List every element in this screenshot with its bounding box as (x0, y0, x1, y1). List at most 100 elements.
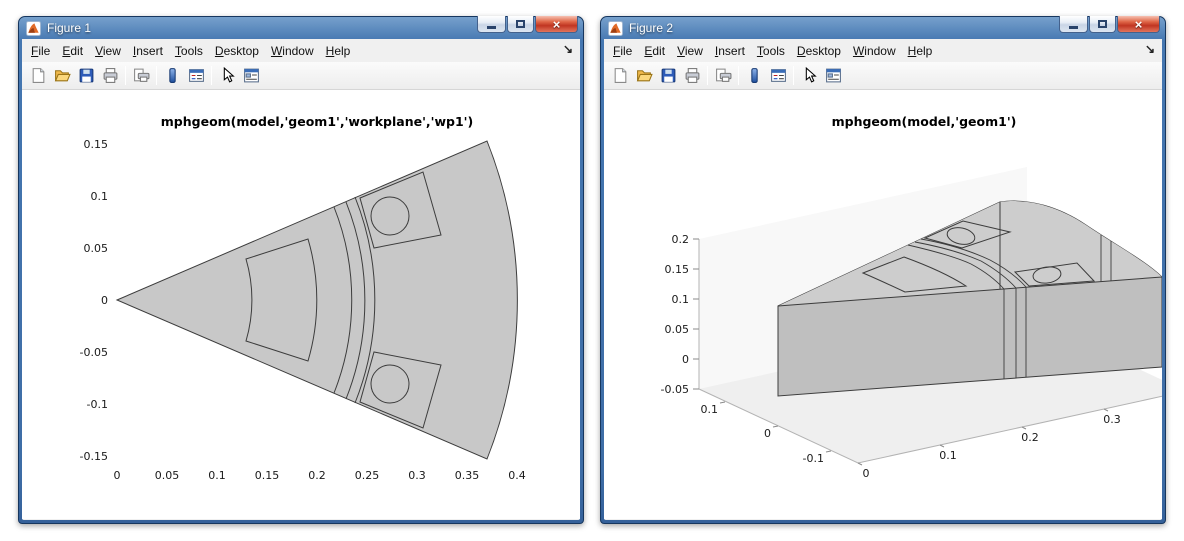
y-tick-label: -0.1 (87, 398, 108, 411)
menu-edit[interactable]: Edit (56, 41, 89, 61)
menu-tools[interactable]: Tools (169, 41, 209, 61)
close-button[interactable]: × (1117, 16, 1160, 33)
menu-help[interactable]: Help (902, 41, 939, 61)
legend-icon (770, 67, 787, 84)
toolbar-separator (125, 66, 126, 85)
print-preview-button[interactable] (711, 64, 735, 87)
menu-file[interactable]: File (25, 41, 56, 61)
z-tick-label: -0.05 (661, 383, 689, 396)
new-file-button[interactable] (26, 64, 50, 87)
x-tick-label: 0.25 (355, 469, 380, 482)
menubar: File Edit View Insert Tools Desktop Wind… (22, 39, 580, 62)
y-tick-label: -0.15 (80, 450, 108, 463)
y-tick-label: 0.1 (701, 403, 719, 416)
save-button[interactable] (656, 64, 680, 87)
menu-help[interactable]: Help (320, 41, 357, 61)
colorbar-icon (164, 67, 181, 84)
z-tick-label: 0.2 (672, 233, 690, 246)
colorbar-icon (746, 67, 763, 84)
toolbar-separator (793, 66, 794, 85)
print-button[interactable] (98, 64, 122, 87)
edit-plot-button[interactable] (215, 64, 239, 87)
minimize-icon (1069, 26, 1078, 29)
menu-tools[interactable]: Tools (751, 41, 791, 61)
figure-toolbar (22, 62, 580, 90)
toolbar-separator (738, 66, 739, 85)
plot-3d-motor-geometry: mphgeom(model,'geom1') (604, 90, 1162, 519)
menu-file[interactable]: File (607, 41, 638, 61)
figure-window-2: Figure 2 × File Edit View Insert Tools D… (600, 16, 1166, 524)
matlab-icon (608, 21, 623, 36)
insert-legend-button[interactable] (184, 64, 208, 87)
x-tick-label: 0 (863, 467, 870, 480)
minimize-button[interactable] (477, 16, 506, 33)
menu-desktop[interactable]: Desktop (209, 41, 265, 61)
window-controls: × (476, 16, 578, 33)
plot-title: mphgeom(model,'geom1','workplane','wp1') (161, 114, 473, 129)
menu-insert[interactable]: Insert (709, 41, 751, 61)
x-tick-label: 0.35 (455, 469, 480, 482)
menu-insert[interactable]: Insert (127, 41, 169, 61)
menu-desktop[interactable]: Desktop (791, 41, 847, 61)
save-icon (660, 67, 677, 84)
open-file-button[interactable] (50, 64, 74, 87)
open-file-button[interactable] (632, 64, 656, 87)
window-title: Figure 1 (47, 21, 91, 35)
new-file-icon (30, 67, 47, 84)
menu-edit[interactable]: Edit (638, 41, 671, 61)
maximize-button[interactable] (507, 16, 534, 33)
y-tick-label: -0.05 (80, 346, 108, 359)
titlebar[interactable]: Figure 2 × (604, 17, 1162, 39)
menu-window[interactable]: Window (265, 41, 320, 61)
close-button[interactable]: × (535, 16, 578, 33)
x-tick-label: 0 (114, 469, 121, 482)
insert-legend-button[interactable] (766, 64, 790, 87)
toolbar-separator (156, 66, 157, 85)
print-icon (102, 67, 119, 84)
titlebar[interactable]: Figure 1 × (22, 17, 580, 39)
matlab-icon (26, 21, 41, 36)
maximize-button[interactable] (1089, 16, 1116, 33)
dock-arrow-icon[interactable]: ↘ (563, 42, 573, 56)
minimize-button[interactable] (1059, 16, 1088, 33)
pointer-icon (801, 67, 818, 84)
z-axis-ticks (693, 239, 699, 389)
open-folder-icon (636, 67, 653, 84)
x-tick-label: 0.4 (508, 469, 526, 482)
insert-colorbar-button[interactable] (160, 64, 184, 87)
toolbar-separator (707, 66, 708, 85)
dock-arrow-icon[interactable]: ↘ (1145, 42, 1155, 56)
menu-view[interactable]: View (89, 41, 127, 61)
save-button[interactable] (74, 64, 98, 87)
z-tick-label: 0 (682, 353, 689, 366)
x-tick-label: 0.3 (408, 469, 426, 482)
menu-view[interactable]: View (671, 41, 709, 61)
figure-canvas[interactable]: mphgeom(model,'geom1') (604, 90, 1162, 519)
print-icon (684, 67, 701, 84)
save-icon (78, 67, 95, 84)
menu-window[interactable]: Window (847, 41, 902, 61)
print-preview-icon (133, 67, 150, 84)
y-tick-label: 0 (764, 427, 771, 440)
figure-canvas[interactable]: mphgeom(model,'geom1','workplane','wp1')… (22, 90, 580, 519)
plot-title: mphgeom(model,'geom1') (832, 114, 1017, 129)
new-file-icon (612, 67, 629, 84)
x-tick-label: 0.1 (939, 449, 957, 462)
print-button[interactable] (680, 64, 704, 87)
window-client-area: File Edit View Insert Tools Desktop Wind… (22, 39, 580, 520)
x-tick-label: 0.2 (308, 469, 326, 482)
y-tick-label: -0.1 (803, 452, 824, 465)
new-file-button[interactable] (608, 64, 632, 87)
z-tick-label: 0.05 (665, 323, 690, 336)
y-tick-label: 0.05 (84, 242, 109, 255)
insert-colorbar-button[interactable] (742, 64, 766, 87)
y-tick-label: 0.15 (84, 138, 109, 151)
figure-toolbar (604, 62, 1162, 90)
plot-browser-button[interactable] (239, 64, 263, 87)
close-icon: × (1135, 18, 1143, 31)
print-preview-button[interactable] (129, 64, 153, 87)
z-tick-label: 0.15 (665, 263, 690, 276)
plot-browser-button[interactable] (821, 64, 845, 87)
edit-plot-button[interactable] (797, 64, 821, 87)
plot-browser-icon (825, 67, 842, 84)
